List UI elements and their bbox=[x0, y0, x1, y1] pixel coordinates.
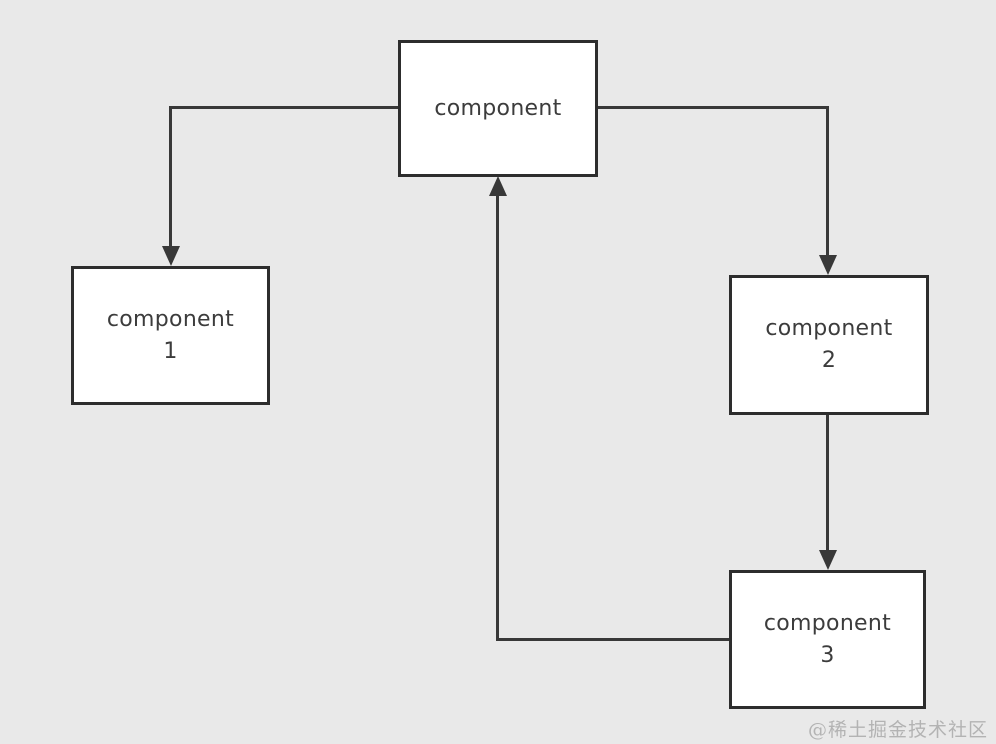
node-component-2-label-group: component 2 bbox=[765, 313, 892, 377]
node-component-3-label-group: component 3 bbox=[764, 608, 891, 672]
node-component-2-label: component bbox=[765, 316, 893, 342]
edge-line bbox=[169, 106, 172, 248]
edge-line bbox=[826, 106, 829, 257]
edge-line bbox=[496, 194, 499, 641]
edge-line bbox=[826, 413, 829, 552]
node-component-2-number: 2 bbox=[821, 348, 837, 373]
arrowhead-up-icon bbox=[489, 176, 507, 196]
node-component-3: component 3 bbox=[729, 570, 926, 709]
watermark: @稀土掘金技术社区 bbox=[807, 719, 988, 741]
node-component-1-number: 1 bbox=[163, 338, 178, 364]
edge-line bbox=[596, 106, 829, 109]
node-component-1: component 1 bbox=[71, 266, 270, 405]
node-component-3-label: component bbox=[763, 610, 892, 636]
arrowhead-down-icon bbox=[819, 550, 837, 570]
node-component-1-label: component bbox=[106, 306, 235, 332]
arrowhead-down-icon bbox=[162, 246, 180, 266]
node-component-label: component bbox=[434, 95, 562, 121]
arrowhead-down-icon bbox=[819, 255, 837, 275]
node-component-1-label-group: component 1 bbox=[107, 304, 234, 368]
edge-line bbox=[496, 638, 730, 641]
node-component: component bbox=[398, 40, 598, 177]
node-component-2: component 2 bbox=[729, 275, 929, 415]
edge-line bbox=[169, 106, 399, 109]
node-component-label-group: component bbox=[434, 93, 561, 125]
node-component-3-number: 3 bbox=[820, 642, 835, 668]
